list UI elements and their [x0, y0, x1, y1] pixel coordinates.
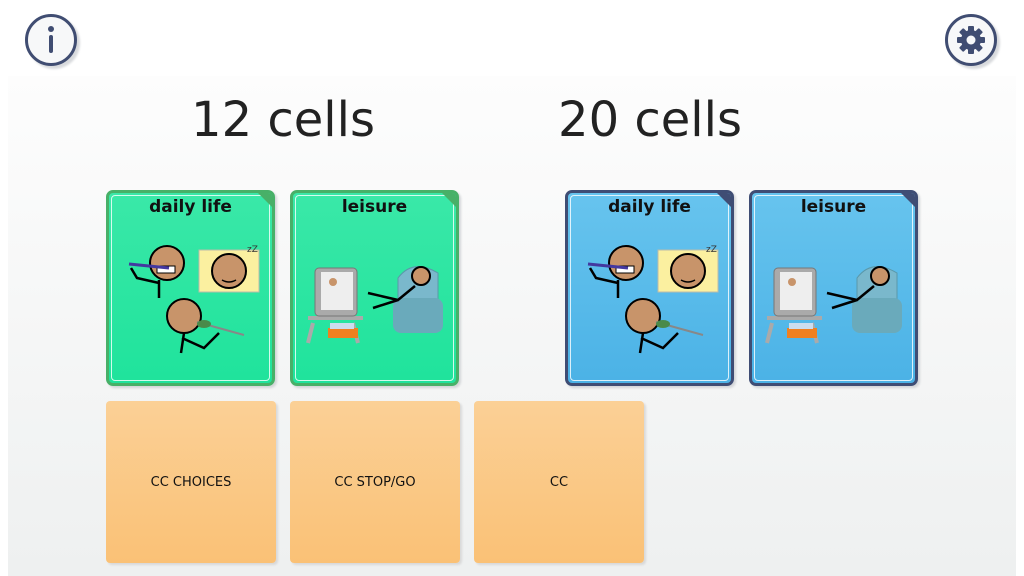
daily-life-pictogram: zZ	[587, 245, 719, 354]
pageset-cc[interactable]: CC	[474, 401, 644, 563]
card-label: leisure	[341, 197, 408, 217]
card-12-cells-daily-life[interactable]: daily life zZ	[106, 190, 275, 386]
card-label: leisure	[800, 197, 867, 217]
card-20-cells-daily-life[interactable]: daily life zZ	[565, 190, 734, 386]
svg-text:zZ: zZ	[247, 245, 258, 255]
daily-life-pictogram: zZ	[128, 245, 260, 354]
svg-text:zZ: zZ	[706, 245, 717, 255]
pageset-cc-stop-go[interactable]: CC STOP/GO	[290, 401, 460, 563]
card-12-cells-leisure[interactable]: leisure	[290, 190, 459, 386]
info-icon	[48, 26, 54, 53]
settings-button[interactable]	[945, 14, 997, 66]
leisure-pictogram	[765, 266, 902, 344]
pageset-cc-choices[interactable]: CC CHOICES	[106, 401, 276, 563]
column-title-12-cells: 12 cells	[191, 92, 375, 148]
card-20-cells-leisure[interactable]: leisure	[749, 190, 918, 386]
card-label: daily life	[608, 197, 691, 217]
leisure-pictogram	[306, 266, 443, 344]
column-title-20-cells: 20 cells	[558, 92, 742, 148]
info-button[interactable]	[25, 14, 77, 66]
card-label: daily life	[149, 197, 232, 217]
gear-icon	[957, 26, 985, 54]
